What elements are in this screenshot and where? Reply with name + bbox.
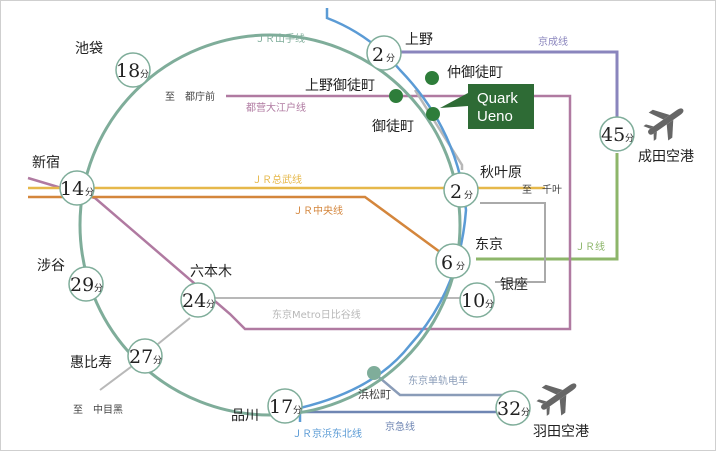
station-dot-icon	[367, 366, 381, 380]
airplane-icon	[536, 383, 577, 416]
svg-text:秋叶原: 秋叶原	[480, 165, 522, 181]
svg-text:分: 分	[386, 53, 395, 64]
station-uenookachimachi: 上野御徒町	[305, 78, 375, 94]
jr-label: ＪＲ线	[575, 240, 605, 253]
svg-text:17: 17	[269, 396, 293, 418]
jr-narita-line	[476, 153, 619, 261]
station-shinagawa: 17 分 品川	[231, 388, 303, 424]
hibiya-label: 东京Metro日比谷线	[272, 308, 361, 321]
station-ueno: 2 分 上野	[366, 32, 433, 71]
svg-text:2: 2	[372, 44, 384, 66]
station-dot-icon	[425, 71, 439, 85]
svg-text:2: 2	[450, 181, 462, 203]
svg-text:27: 27	[129, 346, 153, 368]
station-ikebukuro: 18 分 池袋	[75, 41, 151, 88]
station-okachimachi: 御徒町	[372, 119, 414, 135]
destination-tochomae: 至 都庁前	[165, 90, 215, 103]
station-akihabara: 2 分 秋叶原	[443, 165, 522, 208]
svg-text:上野: 上野	[405, 32, 433, 48]
svg-text:29: 29	[70, 274, 94, 296]
svg-text:六本木: 六本木	[190, 264, 232, 280]
station-shinjuku: 14 分 新宿	[32, 154, 95, 206]
svg-text:32: 32	[497, 398, 521, 420]
svg-text:6: 6	[441, 252, 453, 274]
station-shibuya: 29 分 涉谷	[37, 258, 104, 302]
airplane-icon	[643, 108, 684, 141]
svg-text:分: 分	[140, 69, 149, 80]
station-dot-icon	[389, 89, 403, 103]
svg-text:分: 分	[625, 133, 634, 144]
keisei-line	[400, 50, 619, 118]
station-narita: 45 分 成田空港	[599, 116, 694, 165]
keihin-label: ＪＲ京浜东北线	[292, 427, 362, 440]
chuo-label: ＪＲ中央线	[293, 204, 343, 217]
station-ginza: 10 分 银座	[459, 277, 528, 318]
svg-text:银座: 银座	[500, 277, 528, 293]
svg-text:品川: 品川	[231, 408, 259, 424]
svg-text:惠比寿: 惠比寿	[70, 354, 112, 371]
svg-text:分: 分	[521, 407, 530, 418]
svg-text:分: 分	[485, 299, 494, 310]
hibiya-line-ebisu-roppongi	[157, 317, 191, 345]
svg-text:18: 18	[116, 60, 140, 82]
keikyu-label: 京急线	[385, 420, 415, 433]
svg-text:新宿: 新宿	[32, 154, 60, 171]
svg-text:成田空港: 成田空港	[638, 149, 694, 165]
monorail-line	[373, 372, 510, 397]
destination-chiba: 至 千叶	[522, 184, 562, 196]
svg-text:14: 14	[60, 178, 84, 200]
svg-text:分: 分	[456, 261, 465, 272]
svg-text:分: 分	[94, 283, 103, 294]
station-nakaokachimachi: 仲御徒町	[447, 65, 503, 81]
station-tokyo: 6 分 东京	[435, 237, 503, 279]
monorail-label: 东京单轨电车	[408, 374, 468, 387]
svg-text:分: 分	[293, 405, 302, 416]
station-haneda: 32 分 羽田空港	[495, 390, 589, 440]
quark-line1: Quark	[477, 90, 518, 107]
station-ebisu: 27 分 惠比寿	[70, 338, 163, 374]
sobu-label: ＪＲ总武线	[252, 173, 302, 186]
destination-nakameguro: 至 中目黑	[73, 403, 123, 416]
svg-text:分: 分	[153, 355, 162, 366]
chuo-line	[28, 195, 441, 254]
svg-text:分: 分	[206, 299, 215, 310]
station-dot-icon	[426, 107, 440, 121]
yamanote-label: ＪＲ山手线	[255, 32, 305, 45]
svg-text:分: 分	[85, 187, 94, 198]
oedo-label: 都营大江户线	[246, 101, 306, 114]
svg-text:涉谷: 涉谷	[37, 258, 65, 274]
svg-text:45: 45	[601, 124, 625, 146]
keisei-label: 京成线	[538, 35, 568, 48]
svg-text:10: 10	[461, 290, 485, 312]
svg-text:羽田空港: 羽田空港	[533, 424, 589, 440]
svg-text:东京: 东京	[475, 237, 503, 253]
station-roppongi: 24 分 六本木	[180, 264, 232, 318]
ginza-branch-line	[480, 202, 546, 283]
quark-ueno-callout: Quark Ueno	[440, 84, 534, 129]
quark-line2: Ueno	[477, 108, 513, 125]
svg-text:分: 分	[464, 190, 473, 201]
station-hamamatsucho: 浜松町	[358, 387, 391, 401]
svg-text:24: 24	[182, 290, 206, 312]
svg-text:池袋: 池袋	[75, 41, 103, 57]
